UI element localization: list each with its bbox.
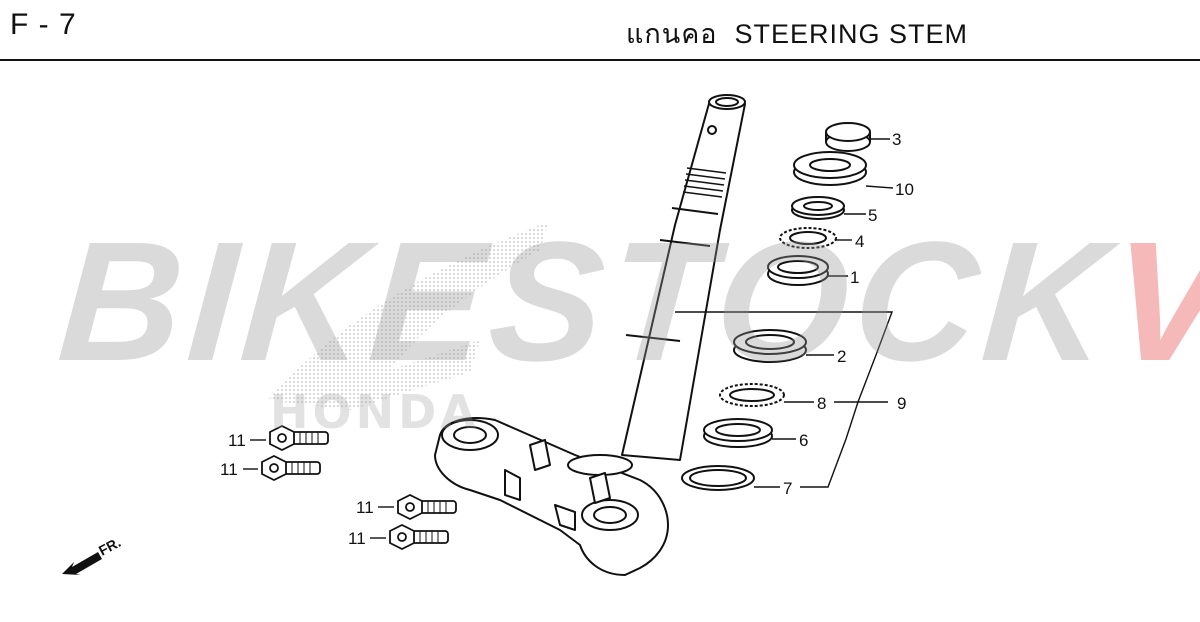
- callout-11d: 11: [348, 529, 366, 548]
- front-direction-arrow: FR.: [62, 534, 123, 575]
- callout-2: 2: [837, 347, 846, 366]
- callout-8: 8: [817, 394, 826, 413]
- callout-10: 10: [895, 180, 914, 199]
- bearing-parts: [681, 122, 871, 491]
- callout-11a: 11: [228, 431, 246, 450]
- parts-diagram: 3 10 5 4 1 2 8 9 6 7 11 11 11 11 FR.: [62, 94, 914, 576]
- callout-9: 9: [897, 394, 906, 413]
- bolts: [261, 424, 457, 551]
- bolt-2: [261, 454, 321, 482]
- callout-3: 3: [892, 130, 901, 149]
- header-divider: [0, 59, 1200, 61]
- honda-wing-watermark: [268, 222, 548, 410]
- callout-6: 6: [799, 431, 808, 450]
- callout-11b: 11: [220, 460, 238, 479]
- bolt-4: [389, 523, 449, 551]
- page-title: แกนคอ STEERING STEM: [626, 19, 969, 49]
- callout-11c: 11: [356, 498, 374, 517]
- callout-numbers: 3 10 5 4 1 2 8 9 6 7 11 11 11 11: [220, 130, 914, 548]
- front-label: FR.: [96, 534, 123, 559]
- bolt-1: [269, 424, 329, 452]
- lower-bracket: [434, 417, 669, 576]
- steering-stem: [621, 94, 746, 461]
- callout-5: 5: [868, 206, 877, 225]
- bolt-3: [397, 493, 457, 521]
- leader-lines: [243, 138, 894, 539]
- callout-4: 4: [855, 232, 864, 251]
- callout-1: 1: [850, 268, 859, 287]
- page-code: F - 7: [10, 8, 77, 41]
- callout-7: 7: [783, 479, 792, 498]
